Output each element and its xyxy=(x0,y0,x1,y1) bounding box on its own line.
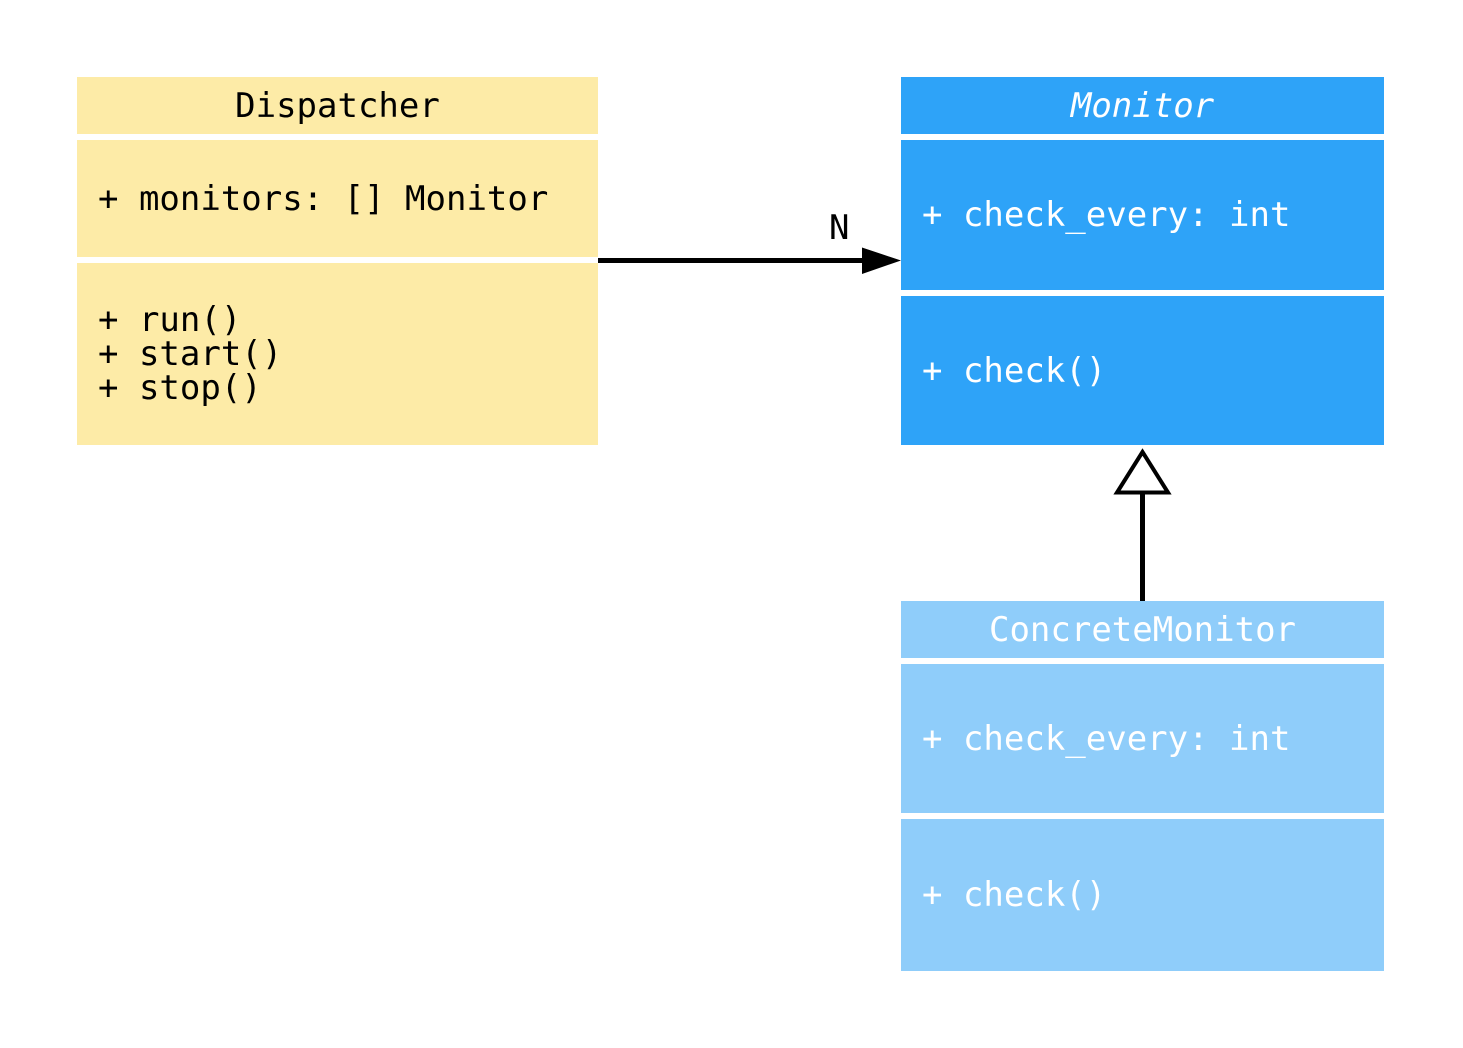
methods-section-dispatcher: + run() + start() + stop() xyxy=(77,263,598,445)
attribute-monitors: + monitors: [] Monitor xyxy=(98,178,549,219)
class-box-dispatcher: Dispatcher + monitors: [] Monitor + run(… xyxy=(77,77,598,445)
methods-section-concrete-monitor: + check() xyxy=(901,819,1384,971)
association-arrow xyxy=(598,247,901,274)
class-box-concrete-monitor: ConcreteMonitor + check_every: int + che… xyxy=(901,601,1384,971)
methods-section-monitor: + check() xyxy=(901,296,1384,445)
method-run: + run() xyxy=(98,300,242,340)
attribute-check-every: + check_every: int xyxy=(922,718,1291,759)
method-stop: + stop() xyxy=(98,368,262,408)
method-check: + check() xyxy=(922,875,1107,915)
attribute-check-every: + check_every: int xyxy=(922,195,1291,235)
association-multiplicity-label: N xyxy=(829,208,850,248)
inheritance-triangle-icon xyxy=(1113,448,1172,495)
inheritance-arrow xyxy=(1113,448,1172,601)
method-start: + start() xyxy=(98,334,283,374)
class-title-concrete-monitor: ConcreteMonitor xyxy=(901,601,1384,658)
attributes-section-concrete-monitor: + check_every: int xyxy=(901,664,1384,813)
class-box-monitor: Monitor + check_every: int + check() xyxy=(901,77,1384,445)
attributes-section-monitor: + check_every: int xyxy=(901,140,1384,290)
attributes-section-dispatcher: + monitors: [] Monitor xyxy=(77,140,598,257)
method-check: + check() xyxy=(922,350,1107,391)
class-title-monitor: Monitor xyxy=(901,77,1384,134)
association-arrowhead-icon xyxy=(862,247,901,274)
class-title-dispatcher: Dispatcher xyxy=(77,77,598,134)
